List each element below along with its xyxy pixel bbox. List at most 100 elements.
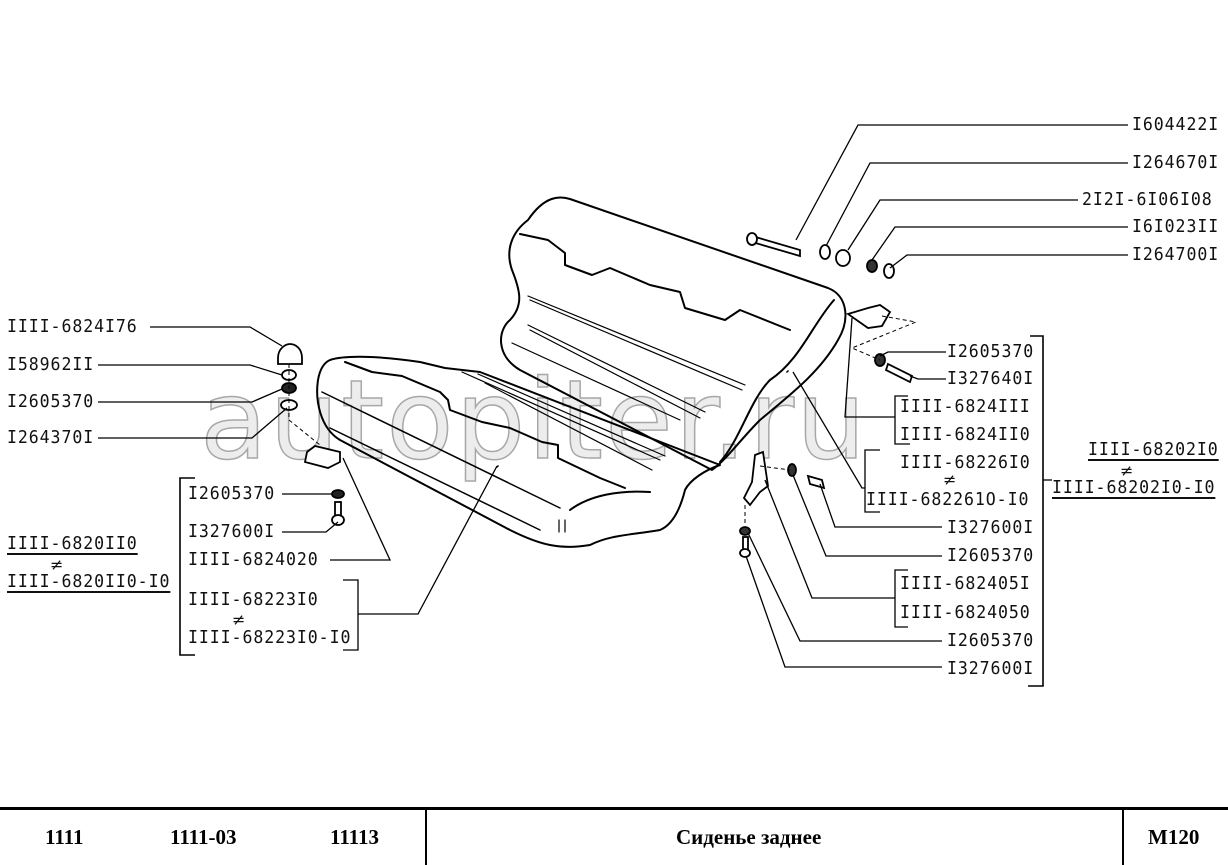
long-bolt bbox=[751, 234, 801, 258]
seat-back-top-seam bbox=[519, 233, 791, 331]
leader-68223I0-group bbox=[358, 465, 498, 615]
washer-right-3 bbox=[739, 526, 751, 536]
leader-I2605370-r2 bbox=[792, 474, 942, 557]
footer-title-block: 1111 1111-03 11113 Сиденье заднее M120 bbox=[0, 807, 1228, 865]
leader-I264370I bbox=[98, 407, 288, 439]
assembly-label-left-alt[interactable]: IIII-6820II0-I0 bbox=[7, 571, 171, 592]
label-part[interactable]: I2605370 bbox=[947, 341, 1035, 362]
group-bracket-68223I0 bbox=[343, 579, 359, 651]
label-part[interactable]: IIII-68223I0-I0 bbox=[188, 627, 352, 648]
label-part[interactable]: I2605370 bbox=[188, 483, 276, 504]
group-bracket-682405I bbox=[894, 569, 908, 628]
bolt-left-head bbox=[331, 514, 345, 526]
seat-cushion-front-line-2 bbox=[329, 427, 541, 531]
seat-back-stitch-1 bbox=[527, 295, 746, 386]
seat-back-right-edge bbox=[719, 299, 835, 463]
label-part[interactable]: I264670I bbox=[1132, 152, 1220, 173]
label-part[interactable]: I327600I bbox=[947, 517, 1035, 538]
seat-cushion-front-line-1 bbox=[321, 391, 561, 509]
label-part[interactable]: IIII-682405I bbox=[900, 573, 1031, 594]
assembly-label-right-alt[interactable]: IIII-68202I0-I0 bbox=[1052, 477, 1216, 498]
washer-top-1 bbox=[819, 244, 831, 260]
seat-back-stitch-4 bbox=[529, 329, 701, 419]
leader-IIII-6824I76 bbox=[150, 326, 283, 347]
seat-back-outline bbox=[500, 196, 847, 471]
label-part[interactable]: I2605370 bbox=[947, 630, 1035, 651]
assembly-label-right[interactable]: IIII-68202I0 bbox=[1088, 439, 1219, 460]
group-bracket-6824III bbox=[894, 395, 910, 445]
bolt-right-3-head bbox=[739, 548, 751, 558]
seat-cushion-outline bbox=[316, 355, 721, 548]
leader-I2605370-r3 bbox=[747, 532, 942, 642]
label-part[interactable]: I6I023II bbox=[1132, 216, 1220, 237]
label-part[interactable]: IIII-6824II0 bbox=[900, 424, 1031, 445]
label-part[interactable]: I2605370 bbox=[947, 545, 1035, 566]
seat-back-stitch-5 bbox=[511, 342, 681, 421]
hinge-right-lower bbox=[742, 450, 769, 507]
label-part[interactable]: IIII-6824020 bbox=[188, 549, 319, 570]
leader-I6I023II bbox=[871, 226, 1128, 261]
leader-I327600I-r2 bbox=[745, 555, 942, 668]
page-code: M120 bbox=[1148, 825, 1200, 849]
assembly-label-left[interactable]: IIII-6820II0 bbox=[7, 533, 138, 554]
hinge-right-top bbox=[845, 304, 892, 329]
label-part[interactable]: IIII-6824III bbox=[900, 396, 1031, 417]
seat-cushion-front-curl bbox=[569, 490, 651, 511]
label-part[interactable]: IIII-6824050 bbox=[900, 602, 1031, 623]
leader-I58962II bbox=[98, 364, 283, 376]
label-part[interactable]: I264370I bbox=[7, 427, 95, 448]
seat-cushion-stitch-2 bbox=[477, 373, 666, 457]
assembly-line-right-lower bbox=[744, 465, 791, 525]
label-part[interactable]: I264700I bbox=[1132, 244, 1220, 265]
seat-cushion-seam bbox=[344, 361, 626, 489]
seat-cushion-stitch-3 bbox=[484, 382, 653, 471]
nut-top bbox=[866, 259, 878, 273]
assembly-line-left bbox=[288, 364, 321, 446]
label-part[interactable]: I58962II bbox=[7, 354, 95, 375]
leader-I327600I-l1 bbox=[282, 521, 339, 533]
label-part[interactable]: IIII-682261O-I0 bbox=[866, 489, 1030, 510]
washer-left-4 bbox=[331, 489, 345, 499]
section-title: Сиденье заднее bbox=[676, 825, 822, 849]
group-bracket-682261O bbox=[864, 449, 880, 513]
model-code: 1111-03 bbox=[170, 825, 237, 849]
label-part[interactable]: IIII-6824I76 bbox=[7, 316, 138, 337]
seat-cushion-stitch-1 bbox=[461, 371, 661, 461]
label-part[interactable]: I604422I bbox=[1132, 114, 1220, 135]
right-main-bracket bbox=[1028, 335, 1044, 687]
neq-symbol: ≠ bbox=[50, 555, 64, 574]
leader-I264700I bbox=[889, 254, 1128, 269]
leader-6824III-group bbox=[844, 317, 895, 418]
footer-divider bbox=[1122, 810, 1124, 865]
leader-I2605370-r1 bbox=[879, 351, 946, 357]
cap-nut bbox=[277, 343, 303, 365]
footer-divider bbox=[425, 810, 427, 865]
model-code: 1111 bbox=[45, 825, 84, 849]
long-bolt-head bbox=[746, 232, 758, 246]
dot-back bbox=[785, 369, 790, 374]
label-part[interactable]: I327600I bbox=[947, 658, 1035, 679]
leader-I327640I bbox=[909, 375, 946, 380]
leader-2I2I-6I06I08 bbox=[847, 199, 1078, 251]
leader-I2605370-l1 bbox=[98, 388, 283, 403]
label-part[interactable]: I327640I bbox=[947, 368, 1035, 389]
label-part[interactable]: IIII-68226I0 bbox=[900, 452, 1031, 473]
bolt-right-2 bbox=[806, 474, 826, 490]
label-part[interactable]: IIII-68223I0 bbox=[188, 589, 319, 610]
label-part[interactable]: I327600I bbox=[188, 521, 276, 542]
leader-I604422I bbox=[795, 124, 1128, 241]
leader-I327600I-r1 bbox=[819, 483, 942, 528]
bolt-right-1 bbox=[884, 362, 914, 384]
neq-symbol: ≠ bbox=[943, 470, 957, 489]
seat-back-stitch-2 bbox=[529, 299, 743, 391]
model-code: 11113 bbox=[330, 825, 380, 849]
hinge-bracket-left bbox=[303, 445, 341, 469]
dot-cushion bbox=[495, 464, 500, 469]
label-part[interactable]: I2605370 bbox=[7, 391, 95, 412]
assembly-line-right-top bbox=[850, 315, 918, 361]
label-part[interactable]: 2I2I-6I06I08 bbox=[1082, 189, 1213, 210]
left-main-bracket bbox=[179, 477, 195, 656]
leader-682405I-group bbox=[764, 479, 895, 599]
